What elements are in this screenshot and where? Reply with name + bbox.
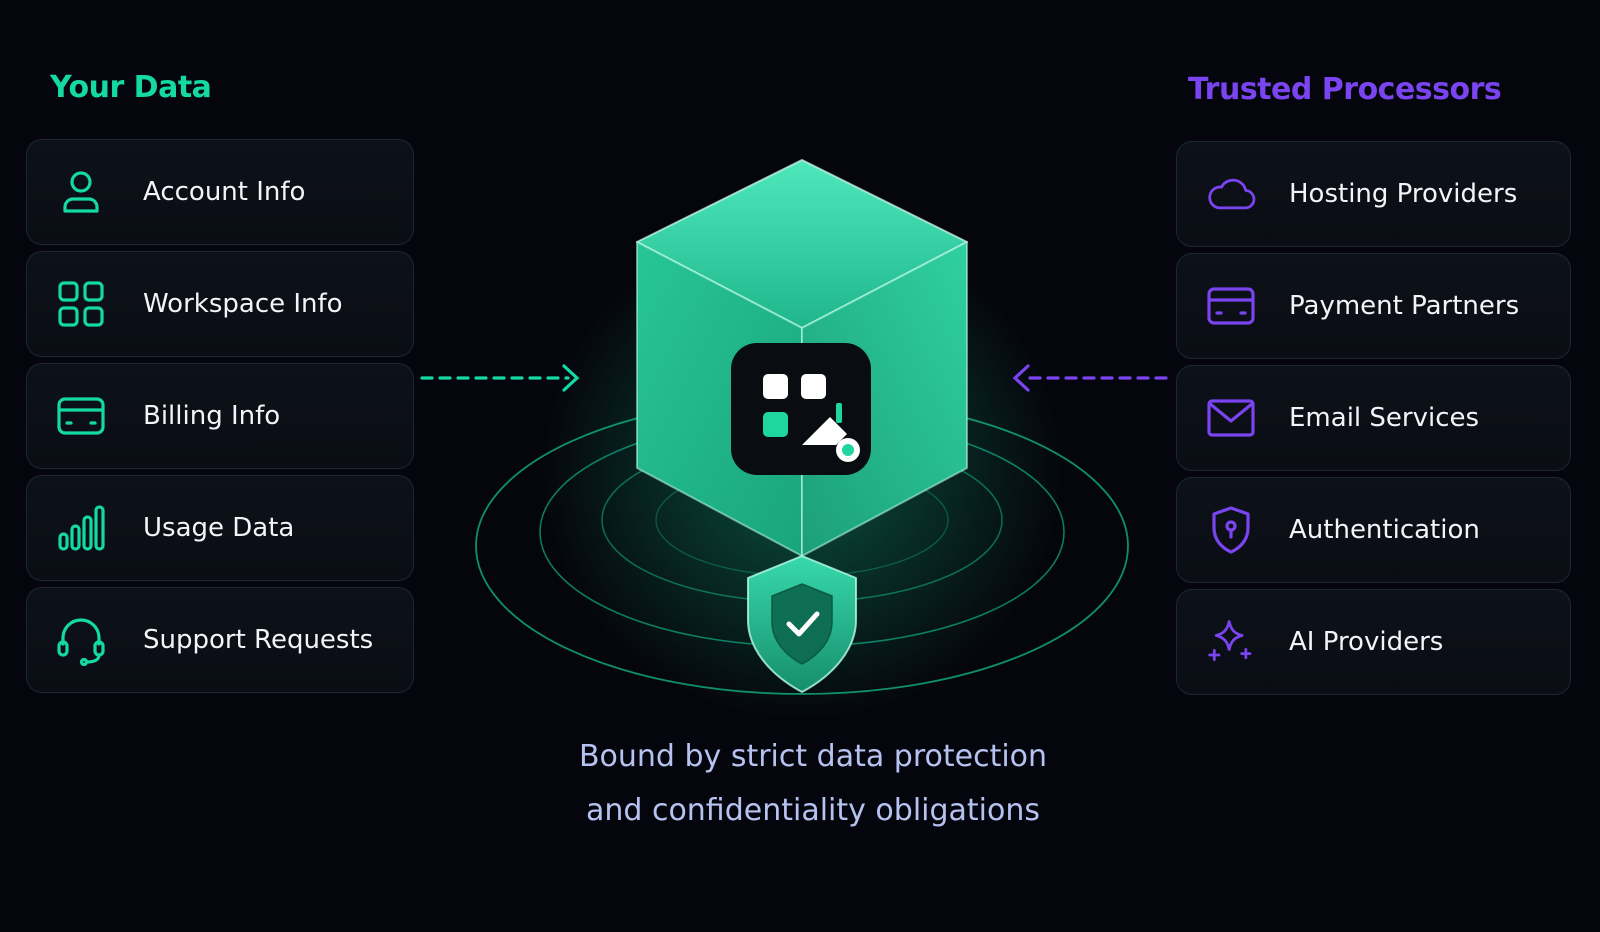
data-cube <box>636 159 968 557</box>
card-billing-info: Billing Info <box>26 363 414 469</box>
shield-check-icon <box>747 555 857 693</box>
card-label: Support Requests <box>143 625 374 655</box>
card-authentication: Authentication <box>1176 477 1571 583</box>
card-label: Usage Data <box>143 513 295 543</box>
arrow-from-processors <box>1012 364 1172 392</box>
cloud-icon <box>1205 168 1257 220</box>
arrow-to-vault <box>420 364 580 392</box>
card-label: Payment Partners <box>1289 291 1520 321</box>
card-label: Billing Info <box>143 401 281 431</box>
credit-card-icon <box>55 390 107 442</box>
card-label: Hosting Providers <box>1289 179 1518 209</box>
sparkle-icon <box>1205 616 1257 668</box>
shield-lock-icon <box>1205 504 1257 556</box>
card-label: AI Providers <box>1289 627 1444 657</box>
card-account-info: Account Info <box>26 139 414 245</box>
headset-icon <box>55 614 107 666</box>
card-ai-providers: AI Providers <box>1176 589 1571 695</box>
bar-chart-icon <box>55 502 107 554</box>
card-label: Email Services <box>1289 403 1480 433</box>
trusted-processors-title: Trusted Processors <box>1188 72 1502 107</box>
your-data-title: Your Data <box>50 70 212 105</box>
grid-icon <box>55 278 107 330</box>
card-usage-data: Usage Data <box>26 475 414 581</box>
credit-card-icon <box>1205 280 1257 332</box>
card-support-requests: Support Requests <box>26 587 414 693</box>
card-label: Authentication <box>1289 515 1480 545</box>
card-payment-partners: Payment Partners <box>1176 253 1571 359</box>
card-email-services: Email Services <box>1176 365 1571 471</box>
card-hosting-providers: Hosting Providers <box>1176 141 1571 247</box>
card-label: Account Info <box>143 177 306 207</box>
card-label: Workspace Info <box>143 289 343 319</box>
app-logo-icon <box>731 343 871 475</box>
card-workspace-info: Workspace Info <box>26 251 414 357</box>
caption-line-2: and confidentiality obligations <box>585 793 1041 828</box>
envelope-icon <box>1205 392 1257 444</box>
user-icon <box>55 166 107 218</box>
caption-line-1: Bound by strict data protection <box>578 739 1048 774</box>
